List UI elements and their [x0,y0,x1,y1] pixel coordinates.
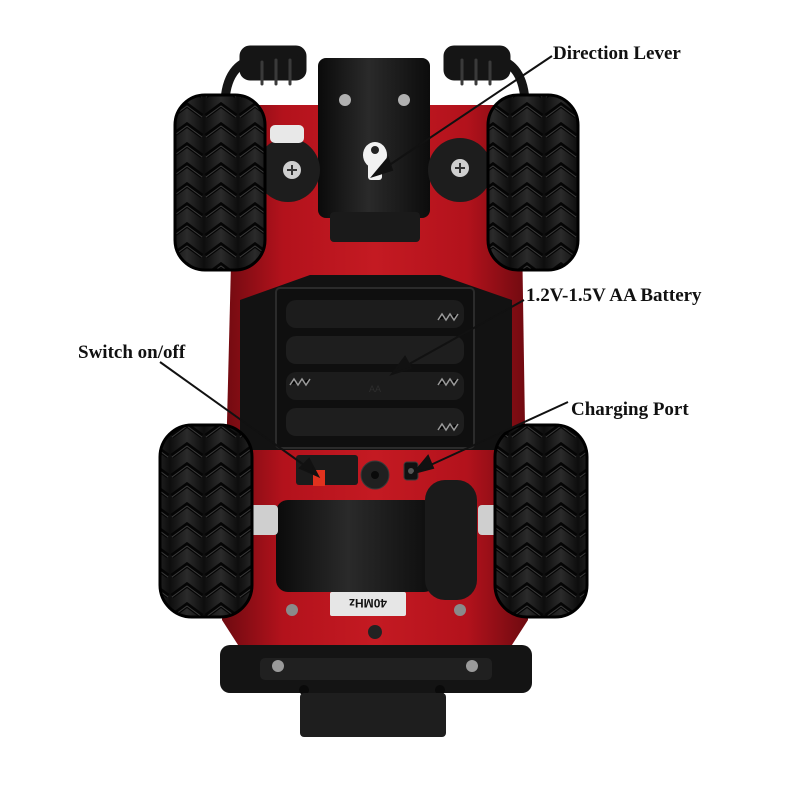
rear-right-wheel [493,423,589,619]
roll-cage [220,45,530,105]
charging-port-label: Charging Port [571,399,689,420]
antenna-module-label: 40MHz [349,596,387,610]
rear-bumper [220,645,532,737]
battery-label: 1.2V-1.5V AA Battery [526,285,702,306]
switch-arrow [159,361,312,471]
direction-lever-module [256,58,492,242]
battery-compartment: AA [275,287,475,449]
charging-port-arrow [423,401,569,469]
battery-arrow [401,299,525,369]
direction-lever-label: Direction Lever [553,43,681,64]
rear-left-wheel [158,423,254,619]
front-left-wheel [173,93,267,272]
front-right-wheel [486,93,580,272]
battery-holder-mark: AA [369,384,381,394]
switch-label: Switch on/off [78,342,186,363]
direction-lever-arrow [381,55,553,171]
